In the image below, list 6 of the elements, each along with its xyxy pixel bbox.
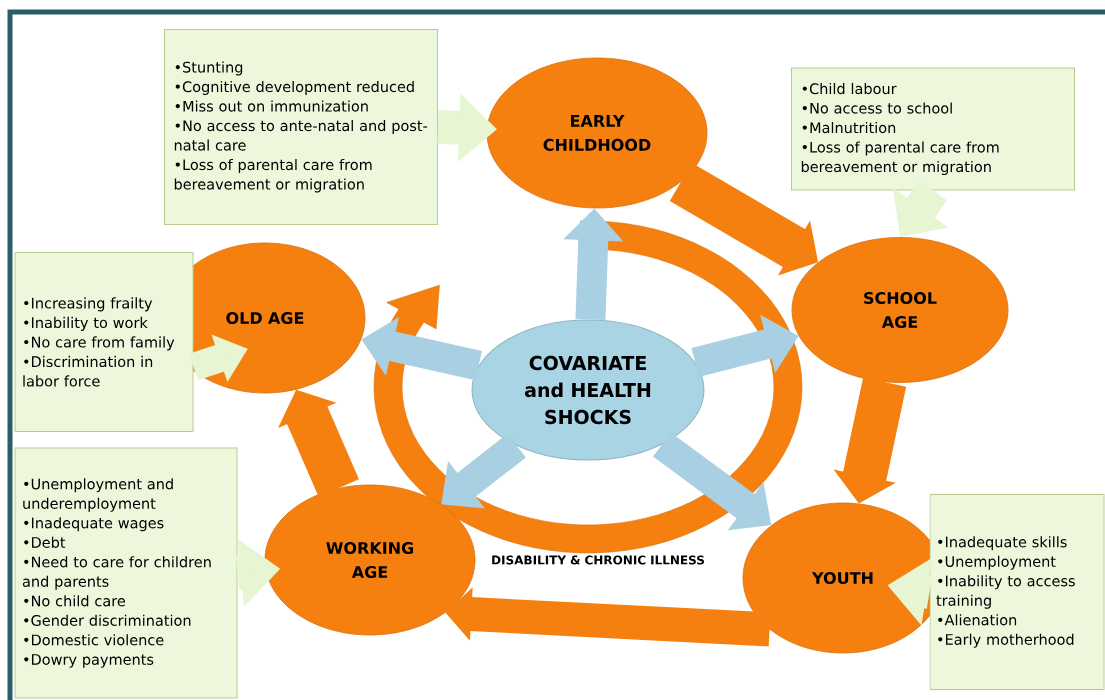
callout-box: •Unemployment and underemployment •Inadequate wages •Debt •Need to care for children and parents •No child care •Gender discrimination •Domestic violence •Dowry payments — [14, 447, 238, 699]
callout-box: •Inadequate skills •Unemployment •Inability to access training •Alienation •Early motherhood — [929, 494, 1105, 690]
callout-box: •Child labour •No access to school •Malnutrition •Loss of parental care from bereavement or migration — [791, 67, 1075, 191]
callout-box: •Stunting •Cognitive development reduced •Miss out on immunization •No access to ante-natal and post-natal care •Loss of parental care from bereavement or migration — [164, 29, 438, 225]
callout-box: •Increasing frailty •Inability to work •No care from family •Discrimination in labor force — [14, 252, 194, 432]
ring-label: DISABILITY & CHRONIC ILLNESS — [492, 555, 704, 565]
